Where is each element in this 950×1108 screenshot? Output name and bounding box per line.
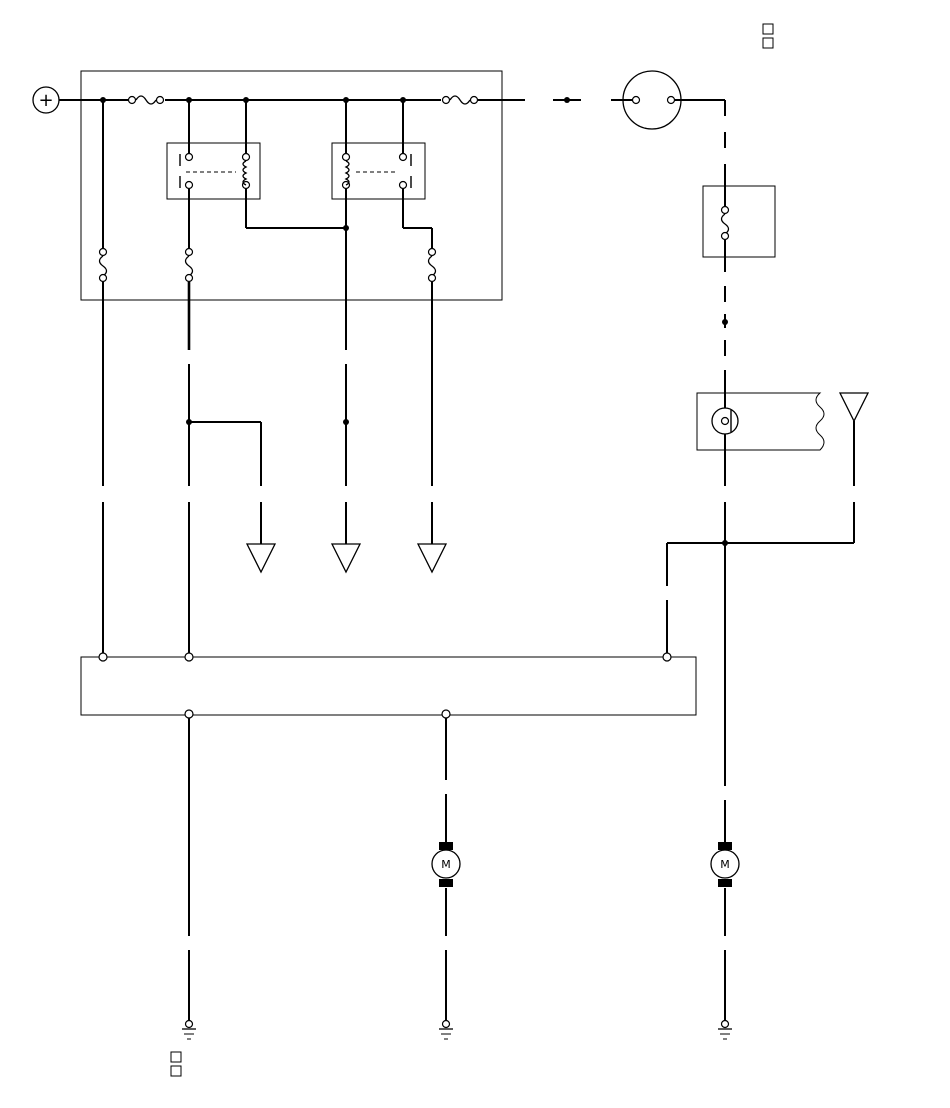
connector-arrow-right-icon xyxy=(838,392,870,543)
relay-2 xyxy=(331,142,426,200)
ground-1-icon xyxy=(182,1019,196,1040)
svg-text:+: + xyxy=(38,90,53,111)
control-unit-box xyxy=(80,656,697,716)
motor-1-icon: M xyxy=(431,842,461,887)
motor-2-icon: M xyxy=(710,842,740,887)
connector-arrow-3-icon xyxy=(416,543,448,574)
relay-1 xyxy=(166,142,261,200)
ground-2-icon xyxy=(439,1019,453,1040)
reference-marker-top xyxy=(762,23,774,49)
reference-marker-bottom xyxy=(170,1051,182,1077)
fuse-3-icon xyxy=(427,228,437,283)
svg-text:M: M xyxy=(441,858,451,871)
fuse-2-icon xyxy=(184,189,194,283)
ground-3-icon xyxy=(718,1019,732,1040)
fuse-1-icon xyxy=(98,100,108,283)
wire-right-branch xyxy=(666,502,854,842)
fuse-main-2-icon xyxy=(441,95,479,105)
svg-text:M: M xyxy=(720,858,730,871)
battery-terminal-icon: + xyxy=(32,86,60,114)
wire-right-2 xyxy=(722,257,728,393)
wire-col-2 xyxy=(186,282,262,654)
fuse-main-1-icon xyxy=(127,95,165,105)
connector-arrow-2-icon xyxy=(330,543,362,574)
wire-col-3 xyxy=(343,364,349,544)
fuse-right-box xyxy=(702,185,776,258)
fuse-relay-box xyxy=(80,70,503,301)
connector-arrow-1-icon xyxy=(245,543,277,574)
bus-junctions xyxy=(100,97,570,103)
sensor-unit xyxy=(696,392,825,486)
